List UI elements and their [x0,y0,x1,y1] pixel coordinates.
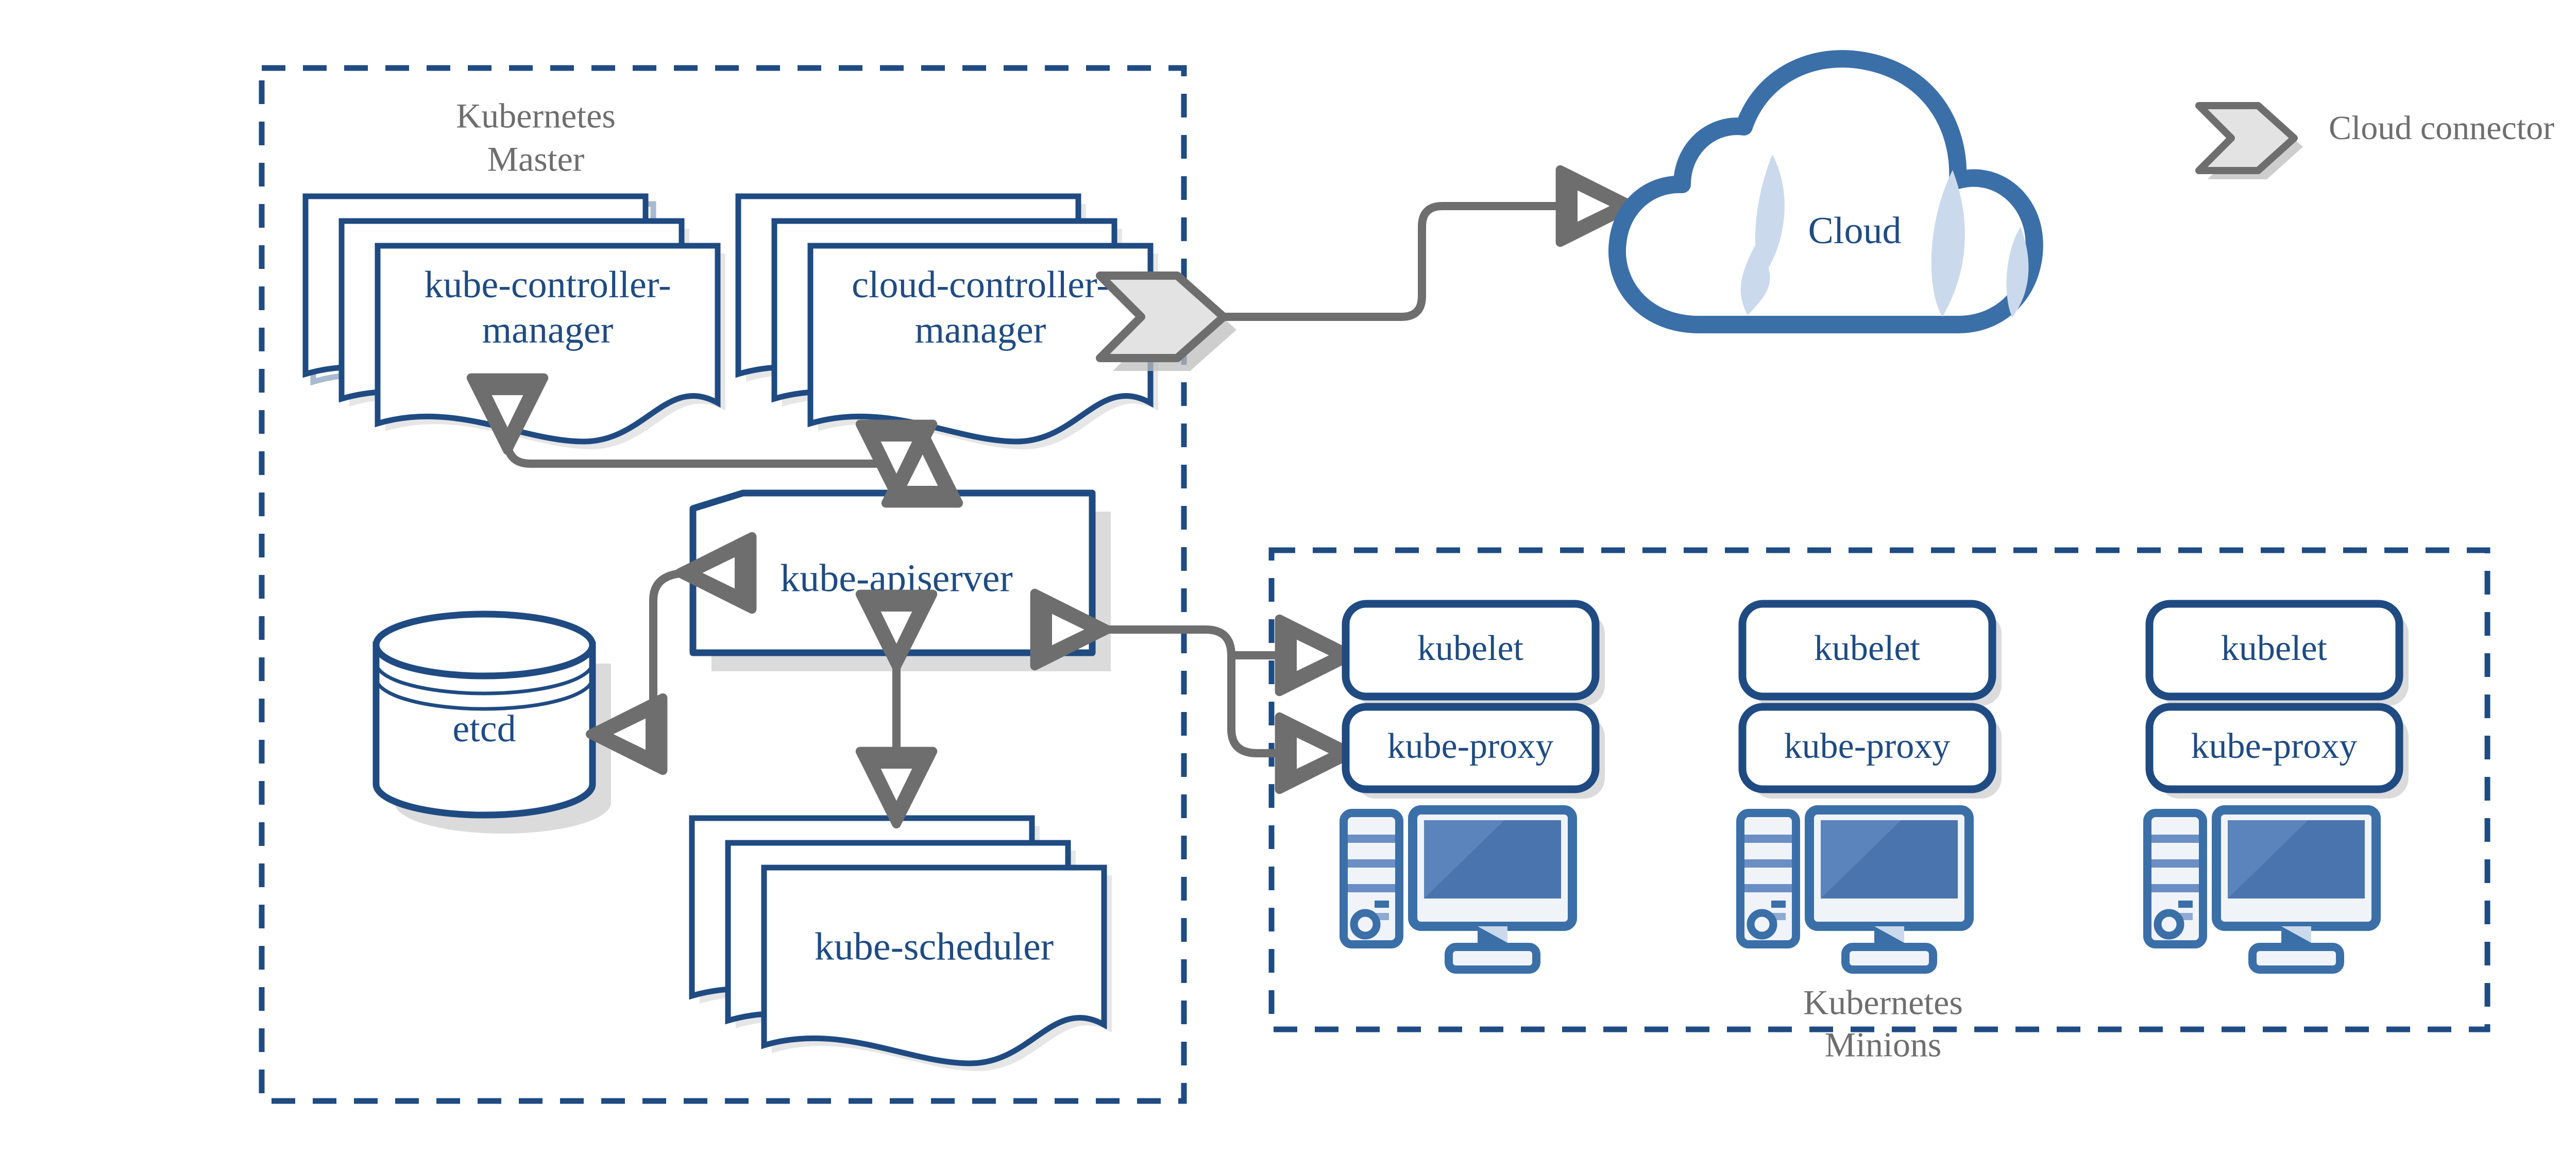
apiserver-etcd-arrow [585,532,757,775]
desktop-computer-icon-1 [1340,805,1577,974]
minion-node-2[interactable]: kubelet kube-proxy [1489,600,2002,974]
cloud-controller-manager-node[interactable]: cloud-controller- manager [735,193,1158,449]
legend-label: Cloud connector [2329,109,2554,147]
desktop-computer-icon-3 [2143,805,2381,974]
minion-node-3[interactable]: kubelet kube-proxy [2143,600,2409,974]
kube-scheduler-node[interactable]: kube-scheduler [689,815,1112,1071]
kube-scheduler-label: kube-scheduler [815,925,1054,968]
minions-group-label-line2: Minions [1825,1025,1942,1064]
kubelet-label-2: kubelet [1814,629,1921,668]
kube-proxy-label-1: kube-proxy [1387,726,1554,766]
desktop-computer-icon-2 [1736,805,1974,974]
legend-cloud-connector-icon [2195,102,2303,179]
apiserver-to-minions-link [1030,588,1357,794]
connector-to-cloud-link [1219,165,1638,321]
minions-group-label-line1: Kubernetes [1803,983,1963,1022]
master-group-boundary [259,65,1187,1104]
cloud-node[interactable]: Cloud [1608,50,2043,333]
etcd-label: etcd [452,708,516,750]
kube-proxy-label-2: kube-proxy [1784,726,1951,766]
cloud-connector-icon [1096,272,1236,371]
cloud-label: Cloud [1808,210,1902,252]
kube-proxy-label-3: kube-proxy [2191,726,2358,766]
kube-controller-manager-label-line1: kube-controller- [424,264,671,306]
kube-controller-manager-node[interactable]: kube-controller- manager [302,193,725,449]
kube-apiserver-label: kube-apiserver [780,556,1013,600]
master-group-label-line1: Kubernetes [456,96,616,135]
kube-apiserver-node[interactable]: kube-apiserver [689,489,1111,671]
kube-controller-manager-label-line2: manager [482,309,614,351]
etcd-node[interactable]: etcd [372,611,611,834]
kubelet-label-1: kubelet [1417,629,1524,668]
cloud-controller-manager-label-line1: cloud-controller- [852,264,1109,306]
legend: Cloud connector [2195,102,2554,179]
master-group-label-line2: Master [487,140,585,179]
minion-node-1[interactable]: kubelet kube-proxy [1340,600,1605,974]
kubelet-label-3: kubelet [2221,629,2328,668]
cloud-controller-manager-label-line2: manager [915,309,1046,351]
